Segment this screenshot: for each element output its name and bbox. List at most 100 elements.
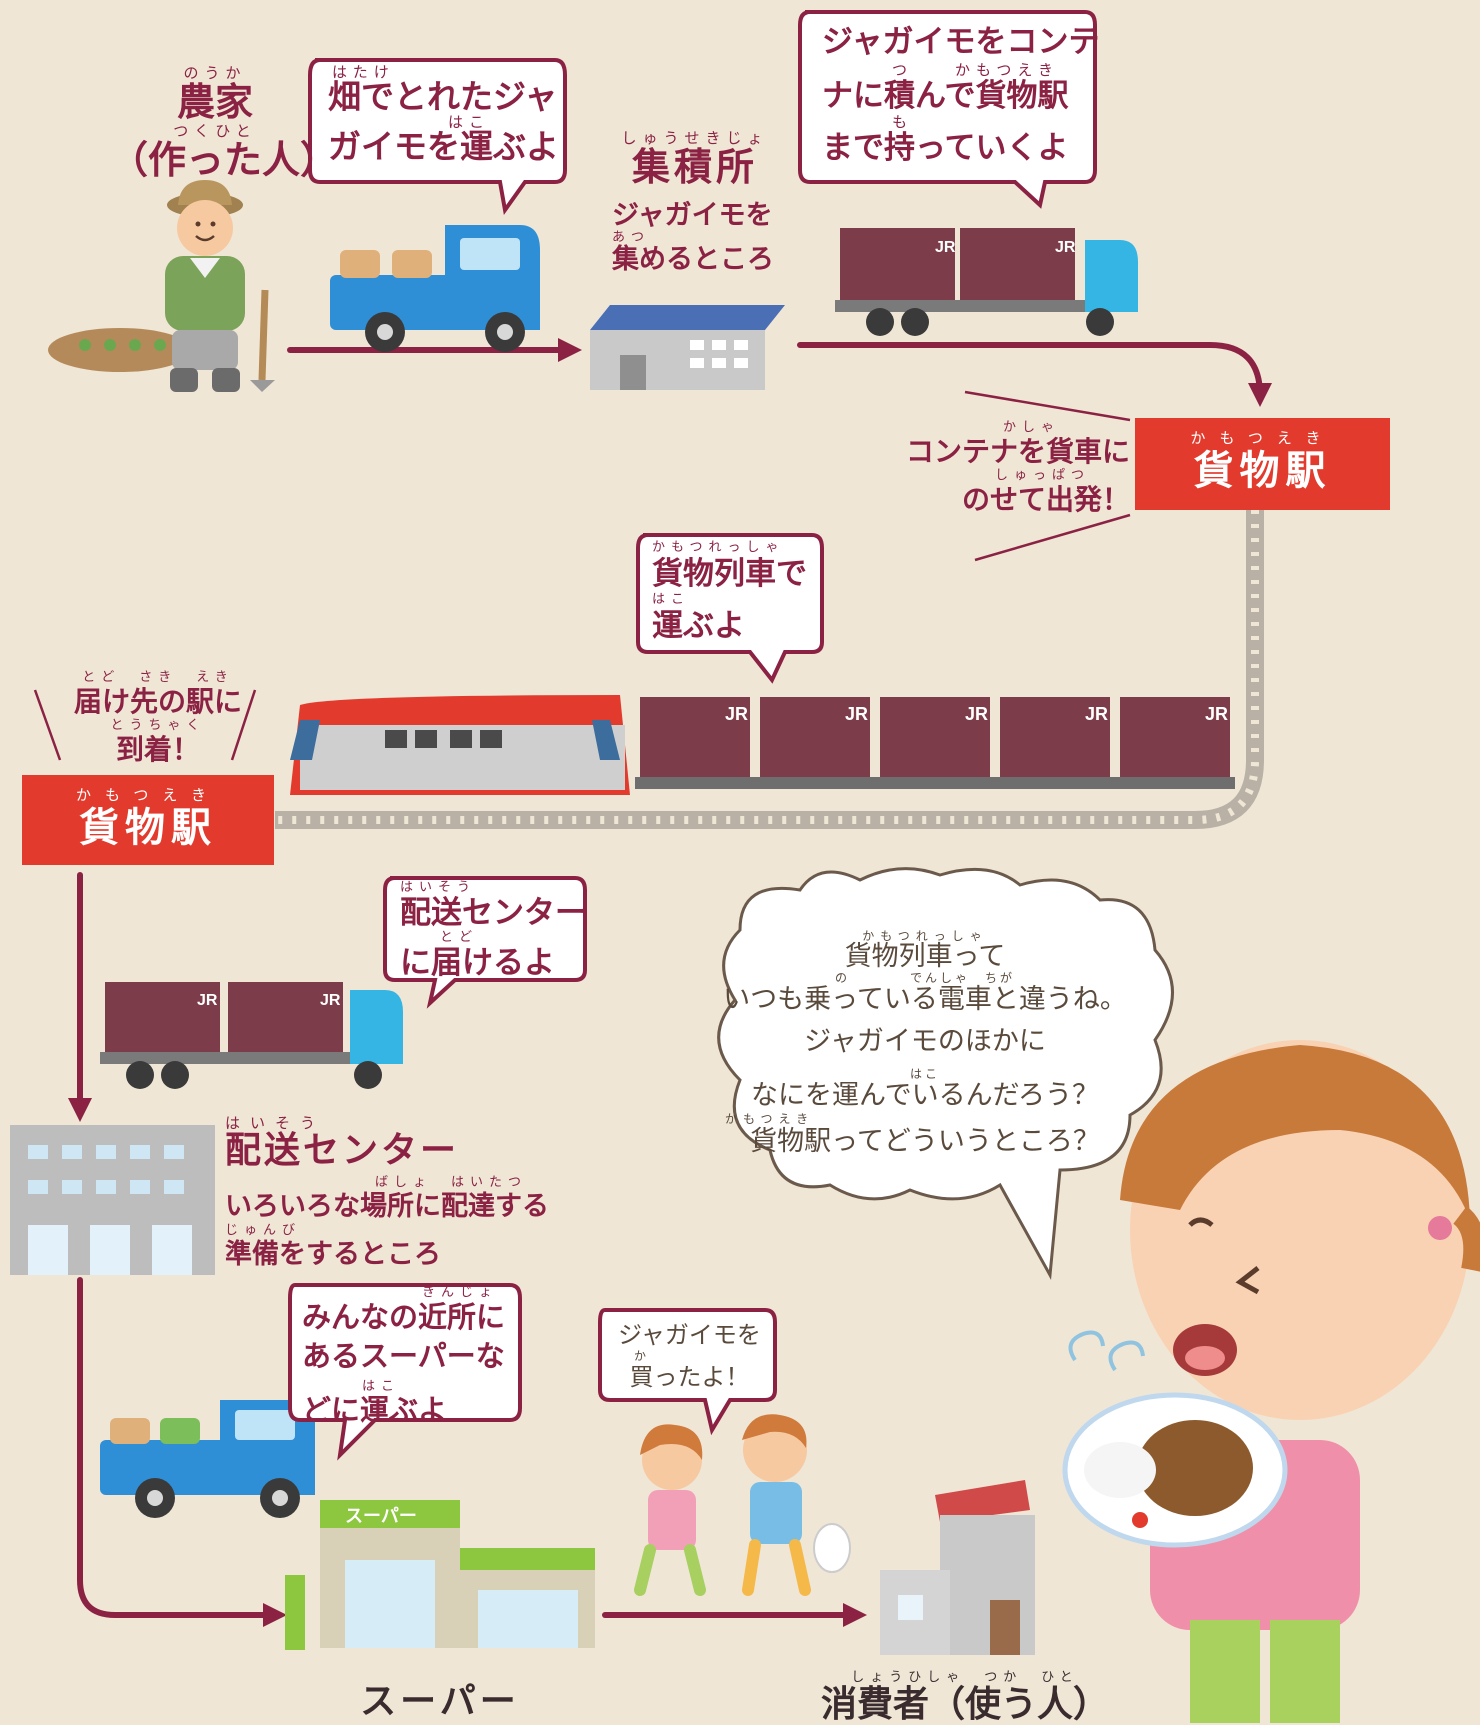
supermarket-sign: スーパー <box>345 1506 417 1527</box>
bubble-delivery: はいそう 配送センター とど に届けるよ <box>400 880 586 980</box>
container-truck-icon: JR JR <box>100 982 403 1089</box>
distribution-title: 配送センター <box>225 1130 460 1171</box>
arrow-collection-to-station <box>797 342 1272 407</box>
station2-note-line2: 到着！ <box>115 733 200 766</box>
station2-note-line1: 届け先の駅に <box>73 685 242 718</box>
collection-ruby: しゅうせきじょ <box>621 129 769 147</box>
bubble-truck1: はたけ 畑でとれたジャ はこ ガイモを運ぶよ <box>328 64 559 164</box>
svg-text:JR: JR <box>1055 239 1076 256</box>
station2-note-ruby2: とうちゃく <box>110 718 206 733</box>
thought-bubble: かもつれっしゃ 貨物列車って の でんしゃ ちが いつも乗っている電車と違うね。… <box>705 930 1145 1158</box>
house-icon <box>880 1480 1035 1655</box>
farmer-sub-ruby: つくひと <box>173 122 257 140</box>
supermarket-icon <box>285 1500 595 1650</box>
arrow-distribution-to-super <box>77 1277 287 1627</box>
bubble-super-ruby3: はこ <box>362 1379 401 1394</box>
pickup-truck-icon <box>330 225 540 352</box>
station1-ruby: かもつえき <box>1190 429 1335 447</box>
thought-line4: なにを運んでいるんだろう？ <box>750 1080 1100 1111</box>
thought-ruby5: かもつえき <box>725 1112 815 1126</box>
svg-text:JR: JR <box>725 704 748 724</box>
bubble-delivery-shape <box>383 876 587 1009</box>
bubble-container: ジャガイモをコンテ つ かもつえき ナに積んで貨物駅 も まで持っていくよ <box>822 22 1099 166</box>
bubble-container-line1: ジャガイモをコンテ <box>822 24 1100 60</box>
container-truck-icon: JR JR <box>835 228 1138 336</box>
bubble-truck1-shape <box>308 58 567 216</box>
svg-text:JR: JR <box>845 704 868 724</box>
bubble-train: かもつれっしゃ 貨物列車で はこ 運ぶよ <box>652 540 807 644</box>
bubble-delivery-line2: に届けるよ <box>400 945 555 981</box>
station2-name: 貨物駅 <box>79 805 217 851</box>
consumer-ruby: しょうひしゃ つか ひと <box>851 1670 1079 1685</box>
collection-desc-ruby: あつ <box>612 230 651 245</box>
bubble-container-line3: まで持っていくよ <box>822 130 1069 166</box>
bubble-train-ruby1: かもつれっしゃ <box>652 540 785 555</box>
thought-ruby1: かもつれっしゃ <box>862 929 988 943</box>
thought-line3: ジャガイモのほかに <box>804 1026 1046 1057</box>
bubble-train-shape <box>636 533 824 684</box>
farmer-title: 農家 <box>176 80 253 124</box>
station1-note-line1: コンテナを貨車に <box>905 435 1130 468</box>
thought-bubble-shape <box>717 867 1174 1280</box>
station2-note-ruby1: とど さき えき <box>82 670 234 685</box>
bubble-truck1-ruby1: はたけ <box>332 63 395 81</box>
bubble-train-line2: 運ぶよ <box>652 608 745 644</box>
bubble-train-ruby2: はこ <box>652 592 691 607</box>
farmer-ruby: のうか <box>183 64 247 82</box>
station1-note-ruby1: かしゃ <box>1002 420 1060 435</box>
svg-text:JR: JR <box>320 992 341 1009</box>
bubble-delivery-line1: 配送センター <box>400 895 586 931</box>
bubble-super-line3: どに運ぶよ <box>302 1393 448 1427</box>
station1-note-line2: のせて出発！ <box>961 483 1130 516</box>
consumer-title: 消費者（使う人） <box>820 1684 1109 1725</box>
bubble-kids-shape <box>598 1308 777 1436</box>
station1-note: かしゃ コンテナを貨車に しゅっぱつ のせて出発！ <box>890 420 1130 516</box>
bubble-super-line2: あるスーパーな <box>302 1339 505 1373</box>
girl-with-curry-icon <box>1062 1040 1480 1723</box>
svg-text:JR: JR <box>197 992 218 1009</box>
bubble-kids-line2: 買ったよ！ <box>629 1363 750 1391</box>
farmer-icon <box>165 180 275 392</box>
bubble-train-line1: 貨物列車で <box>652 556 807 592</box>
bubble-container-ruby3: も <box>892 113 914 131</box>
bubble-kids-ruby2: か <box>634 1349 653 1363</box>
bubble-super: きんじょ みんなの近所に あるスーパーな はこ どに運ぶよ <box>302 1285 505 1425</box>
pickup-truck-icon <box>100 1400 315 1518</box>
thought-ruby2: の でんしゃ ちが <box>834 971 1015 985</box>
station1-note-ruby2: しゅっぱつ <box>994 468 1090 483</box>
farmer-sub: （作った人） <box>110 138 339 182</box>
svg-text:JR: JR <box>1205 704 1228 724</box>
thought-line5: 貨物駅ってどういうところ？ <box>750 1126 1100 1157</box>
bubble-container-ruby2: つ かもつえき <box>892 61 1059 79</box>
thought-ruby4: はこ <box>909 1067 940 1081</box>
farmer-label: のうか 農家 つくひと （作った人） <box>110 64 339 182</box>
distribution-ruby: はいそう <box>225 1114 326 1132</box>
collection-desc: ジャガイモを あつ 集めるところ <box>612 200 774 276</box>
distribution-desc1: いろいろな場所に配達する <box>225 1191 549 1222</box>
flow-arrows <box>68 338 1272 1627</box>
railway-track <box>275 510 1264 829</box>
bubble-super-shape <box>288 1283 522 1461</box>
collection-title: 集積所 <box>631 145 758 189</box>
consumer-label: しょうひしゃ つか ひと 消費者（使う人） <box>815 1670 1115 1724</box>
collection-label: しゅうせきじょ 集積所 <box>600 130 790 188</box>
bubble-super-line1: みんなの近所に <box>302 1300 506 1334</box>
thought-line1: 貨物列車って <box>844 941 1006 972</box>
bubble-truck1-line2: ガイモを運ぶよ <box>328 127 559 166</box>
svg-text:JR: JR <box>1085 704 1108 724</box>
warehouse-icon <box>590 305 785 390</box>
emphasis-lines <box>33 390 1131 761</box>
supermarket-label: スーパー <box>360 1681 520 1722</box>
thought-line2: いつも乗っている電車と違うね。 <box>723 984 1127 1015</box>
bubble-delivery-ruby1: はいそう <box>400 880 477 895</box>
children-icon <box>634 1414 851 1596</box>
bubble-delivery-ruby2: とど <box>440 930 479 945</box>
speech-bubbles <box>288 10 1174 1461</box>
station2-ruby: かもつえき <box>76 786 220 804</box>
distribution-desc-ruby1: ばしょ はいたつ <box>375 1175 528 1190</box>
field-icon <box>48 328 192 372</box>
bubble-container-shape <box>798 10 1097 209</box>
distribution-label: はいそう 配送センター ばしょ はいたつ いろいろな場所に配達する じゅんび 準… <box>225 1115 549 1271</box>
bubble-kids: ジャガイモを か 買ったよ！ <box>612 1320 767 1392</box>
station1-sign: かもつえき 貨物駅 <box>1135 418 1390 510</box>
